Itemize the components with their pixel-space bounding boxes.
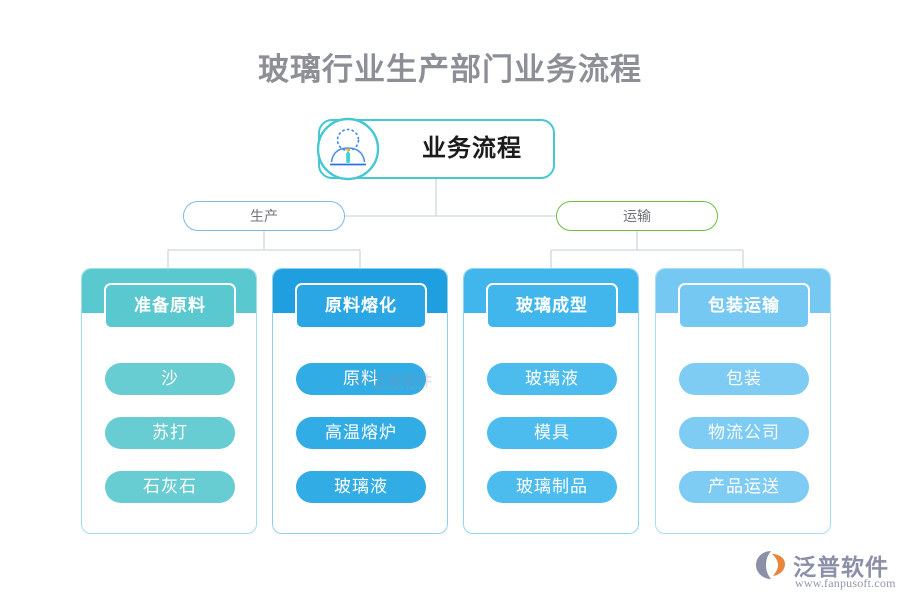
card-item[interactable]: 苏打 xyxy=(105,417,235,449)
card-item[interactable]: 高温熔炉 xyxy=(296,417,426,449)
card-item[interactable]: 石灰石 xyxy=(105,471,235,503)
card-item[interactable]: 物流公司 xyxy=(679,417,809,449)
brand-swoosh-icon xyxy=(756,551,785,579)
page-title: 玻璃行业生产部门业务流程 xyxy=(258,52,642,87)
card-item[interactable]: 玻璃制品 xyxy=(487,471,617,503)
process-card-prepare-materials[interactable]: 准备原料 沙 苏打 石灰石 xyxy=(81,268,257,534)
card-item[interactable]: 模具 xyxy=(487,417,617,449)
card-header: 原料熔化 xyxy=(295,283,427,329)
person-avatar-icon xyxy=(316,117,380,181)
brand-logo: 泛普软件 www.fanpusoft.com xyxy=(755,548,895,594)
card-header: 包装运输 xyxy=(678,283,810,329)
branch-transport[interactable]: 运输 xyxy=(556,201,718,231)
brand-url: www.fanpusoft.com xyxy=(795,576,896,590)
card-item[interactable]: 玻璃液 xyxy=(487,363,617,395)
process-card-packaging-transport[interactable]: 包装运输 包装 物流公司 产品运送 xyxy=(655,268,831,534)
branch-production[interactable]: 生产 xyxy=(183,201,345,231)
card-item[interactable]: 产品运送 xyxy=(679,471,809,503)
card-header: 玻璃成型 xyxy=(486,283,618,329)
process-card-melting[interactable]: 原料熔化 原料 高温熔炉 玻璃液 xyxy=(272,268,448,534)
card-header: 准备原料 xyxy=(104,283,236,329)
card-item[interactable]: 玻璃液 xyxy=(296,471,426,503)
card-item[interactable]: 包装 xyxy=(679,363,809,395)
root-node[interactable]: 业务流程 xyxy=(316,117,555,181)
brand-name: 泛普软件 xyxy=(793,554,889,580)
card-item[interactable]: 沙 xyxy=(105,363,235,395)
process-card-forming[interactable]: 玻璃成型 玻璃液 模具 玻璃制品 xyxy=(463,268,639,534)
card-item[interactable]: 原料 xyxy=(296,363,426,395)
root-label: 业务流程 xyxy=(422,135,522,162)
